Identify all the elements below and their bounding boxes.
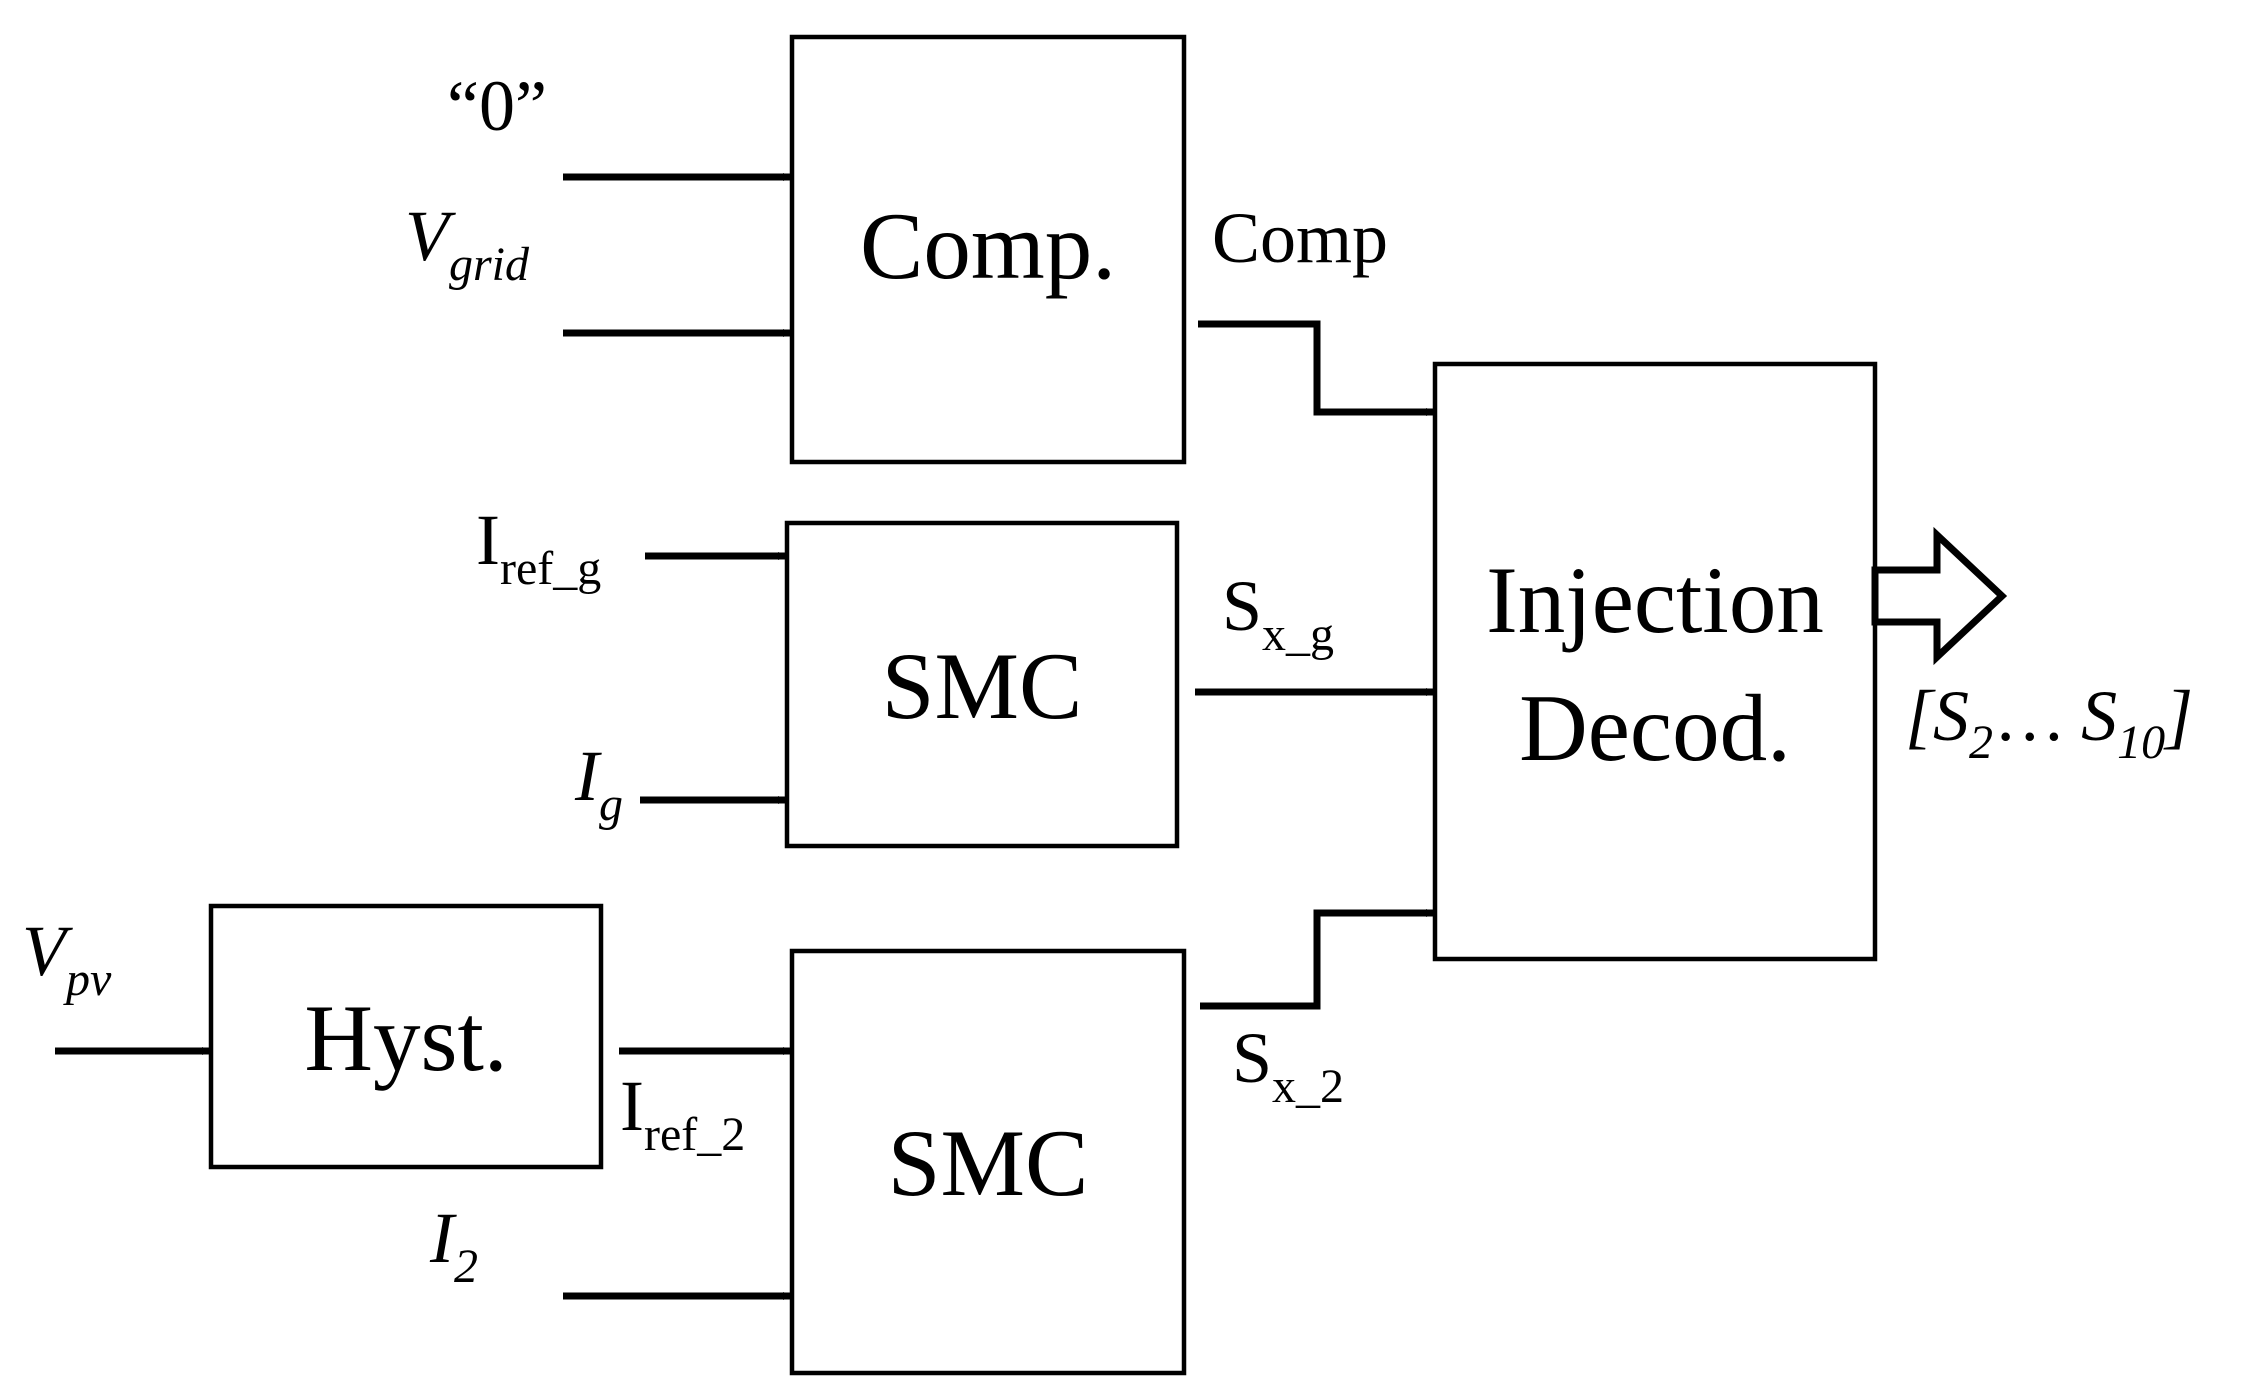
vpv-label-base: V — [22, 911, 73, 991]
smc-bottom-block: SMC — [789, 948, 1187, 1376]
output-arrow-icon — [1871, 526, 2008, 666]
vpv-label: Vpv — [22, 911, 112, 1006]
hyst-block: Hyst. — [208, 903, 604, 1170]
sx-g-label-sub: x_g — [1262, 608, 1334, 661]
ig-label-base: I — [574, 736, 602, 816]
output-switch-label: [S2… S10] — [1905, 676, 2193, 769]
output-ellipsis: … — [1999, 676, 2081, 756]
vpv-label-sub: pv — [63, 953, 112, 1006]
smc-top-block: SMC — [784, 520, 1180, 849]
smc-top-block-label: SMC — [882, 633, 1083, 739]
sx-2-wire — [1200, 909, 1436, 1010]
vgrid-label: Vgrid — [405, 196, 530, 291]
hyst-block-label: Hyst. — [304, 985, 507, 1091]
zero-label: “0” — [447, 66, 547, 146]
injection-decoder-block: Injection Decod. — [1432, 361, 1878, 962]
i2-label-base: I — [429, 1198, 457, 1278]
iref-g-label-base: I — [476, 500, 500, 580]
iref-2-label-sub: ref_2 — [644, 1108, 745, 1161]
output-s-first-sub: 2 — [1969, 716, 1993, 769]
i2-label: I2 — [429, 1198, 478, 1293]
injection-decoder-label-line2: Decod. — [1519, 675, 1791, 781]
ig-label-sub: g — [599, 778, 623, 831]
sx-g-label: Sx_g — [1222, 566, 1334, 661]
comp-output-wire — [1198, 320, 1436, 416]
sx-2-label-sub: x_2 — [1272, 1060, 1344, 1113]
sx-2-label: Sx_2 — [1232, 1018, 1344, 1113]
comp-block: Comp. — [789, 34, 1187, 465]
iref-g-label: Iref_g — [476, 500, 601, 595]
output-s-first: S — [1933, 676, 1969, 756]
comp-output-label: Comp — [1212, 198, 1388, 278]
output-bracket-close: ] — [2163, 676, 2193, 756]
smc-bottom-block-label: SMC — [888, 1110, 1089, 1216]
vgrid-label-sub: grid — [449, 238, 530, 291]
iref-g-label-sub: ref_g — [500, 542, 601, 595]
output-bracket-open: [ — [1905, 676, 1936, 756]
sx-g-label-base: S — [1222, 566, 1262, 646]
iref-2-label: Iref_2 — [620, 1066, 745, 1161]
vgrid-label-base: V — [405, 196, 456, 276]
injection-decoder-label-line1: Injection — [1486, 547, 1824, 653]
iref-2-label-base: I — [620, 1066, 644, 1146]
ig-label: Ig — [574, 736, 623, 831]
comp-block-label: Comp. — [860, 193, 1116, 299]
i2-label-sub: 2 — [454, 1240, 478, 1293]
sx-2-label-base: S — [1232, 1018, 1272, 1098]
output-s-last-sub: 10 — [2117, 716, 2165, 769]
output-s-last: S — [2081, 676, 2117, 756]
